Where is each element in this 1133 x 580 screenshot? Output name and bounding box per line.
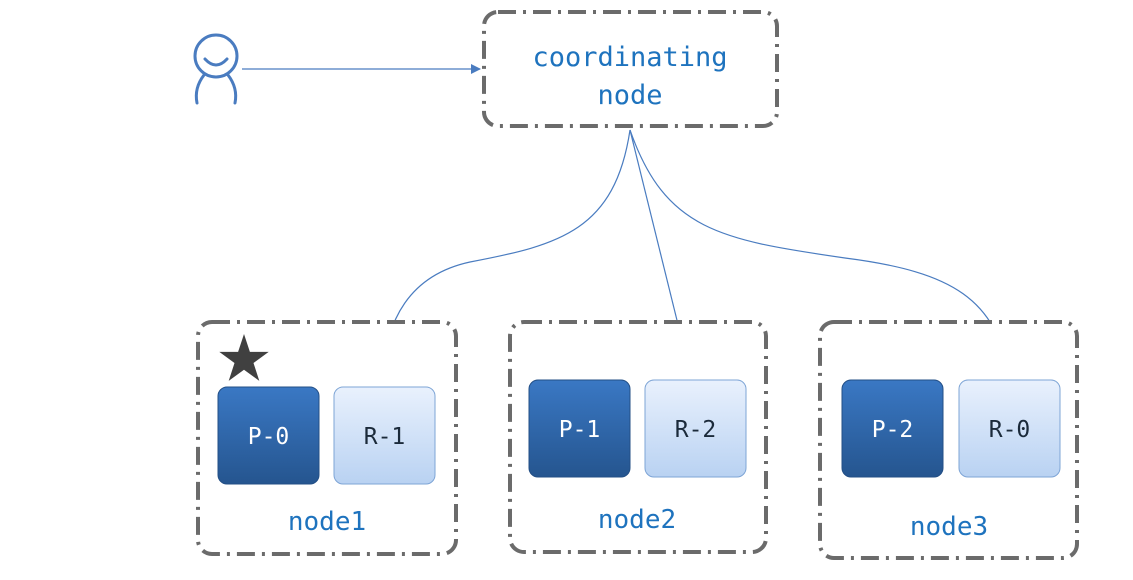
node-1-label: node1 — [288, 507, 366, 537]
primary-shard-p2 — [841, 379, 944, 478]
node-2-label: node2 — [598, 505, 676, 535]
coordinating-node-label-line2: node — [597, 80, 662, 111]
node-2: P-1 R-2 node2 — [508, 320, 768, 554]
primary-shard-p0 — [217, 386, 320, 485]
coordinating-node: coordinating node — [482, 10, 779, 128]
node-3: P-2 R-0 node3 — [818, 320, 1079, 560]
node-3-label: node3 — [910, 512, 988, 542]
coordinating-node-label-line1: coordinating — [532, 42, 727, 73]
node-1: P-0 R-1 node1 — [196, 320, 458, 556]
replica-shard-r0-label: R-0 — [989, 417, 1031, 443]
replica-shard-r0 — [958, 379, 1061, 478]
route-arrow-node3 — [629, 129, 1014, 377]
star-icon — [219, 334, 269, 381]
primary-shard-p0-label: P-0 — [248, 424, 290, 450]
primary-shard-p1 — [528, 379, 631, 478]
primary-shard-p2-label: P-2 — [872, 417, 914, 443]
coordinating-node-border — [482, 10, 779, 128]
replica-shard-r1-label: R-1 — [364, 424, 406, 450]
user-icon — [193, 33, 239, 105]
replica-shard-r2 — [644, 379, 747, 478]
replica-shard-r1 — [333, 386, 436, 485]
node-1-border — [196, 320, 458, 556]
replica-shard-r2-label: R-2 — [675, 417, 717, 443]
primary-shard-p1-label: P-1 — [559, 417, 601, 443]
